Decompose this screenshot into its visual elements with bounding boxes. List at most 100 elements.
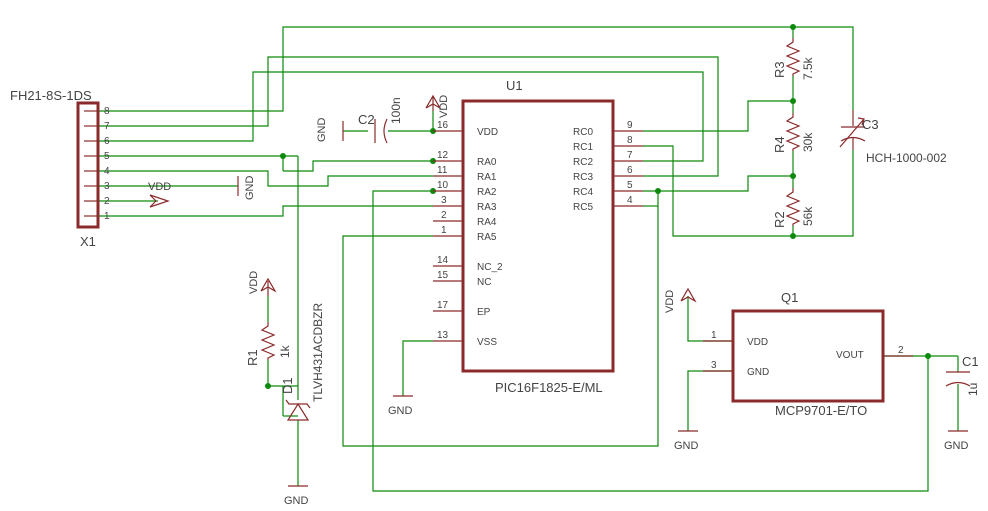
u1-pin-num: 6 — [627, 165, 633, 176]
c3-ref: C3 — [862, 117, 879, 132]
r2-value: 56k — [801, 206, 815, 226]
u1-pin-num: 7 — [627, 150, 633, 161]
u1-pin-num: 2 — [441, 210, 447, 221]
r1-ref: R1 — [245, 349, 260, 366]
u1-left-pins: 16 12 11 10 3 2 1 14 15 17 13 VDD RA0 RA… — [433, 120, 503, 348]
vdd-label-u1: VDD — [438, 95, 450, 118]
u1-pin-num: 15 — [437, 270, 449, 281]
c2-ref: C2 — [358, 112, 375, 127]
x1-pin-2: 2 — [104, 196, 110, 207]
u1-value: PIC16F1825-E/ML — [495, 380, 603, 395]
r4-ref: R4 — [772, 136, 787, 153]
u1-pin-num: 17 — [437, 300, 449, 311]
r3-ref: R3 — [772, 61, 787, 78]
gnd-symbol-x1: GND — [237, 176, 256, 201]
resistor-r4: R4 30k — [772, 113, 815, 153]
u1-pin-num: 4 — [627, 195, 633, 206]
u1-pin-num: 1 — [441, 225, 447, 236]
gnd-symbol-c2: GND — [316, 118, 344, 143]
u1-pin-name: NC — [477, 277, 491, 288]
q1-pin-name: VDD — [747, 337, 768, 348]
wires — [98, 26, 959, 492]
u1-pin-name: RA3 — [477, 202, 497, 213]
q1-pin-num: 1 — [711, 330, 717, 341]
sensor-q1: Q1 MCP9701-E/TO 1 3 2 VDD GND VOUT — [703, 290, 913, 418]
x1-pin-7: 7 — [104, 121, 110, 132]
r2-ref: R2 — [772, 211, 787, 228]
gnd-label-c2: GND — [316, 118, 328, 143]
gnd-label-vss: GND — [388, 405, 413, 417]
u1-right-pins: 9 8 7 6 5 4 RC0 RC1 RC2 RC3 RC4 RC5 — [573, 120, 643, 213]
u1-pin-name: RA0 — [477, 157, 497, 168]
r4-value: 30k — [801, 132, 815, 152]
vdd-label-r1: VDD — [248, 271, 260, 294]
vdd-symbol-u1: VDD — [425, 95, 450, 118]
c3-value: HCH-1000-002 — [866, 151, 947, 165]
gnd-label-q1: GND — [674, 440, 699, 452]
u1-ref: U1 — [506, 78, 523, 93]
x1-pin-5: 5 — [104, 151, 110, 162]
zener-d1: D1 TLVH431ACDBZR — [280, 303, 325, 421]
q1-pin-name: GND — [747, 367, 769, 378]
vdd-label-q1: VDD — [664, 290, 676, 313]
q1-pin-num: 3 — [711, 360, 717, 371]
c2-value: 100n — [389, 97, 403, 124]
x1-value: FH21-8S-1DS — [10, 88, 92, 103]
vdd-symbol-r1: VDD — [248, 271, 277, 296]
r1-value: 1k — [278, 344, 292, 358]
u1-pin-num: 9 — [627, 120, 633, 131]
x1-pin-3: 3 — [104, 181, 110, 192]
u1-pin-name: RA1 — [477, 172, 497, 183]
resistor-r1: R1 1k — [245, 322, 292, 366]
ic-u1: U1 PIC16F1825-E/ML 16 12 11 10 3 2 1 14 … — [433, 78, 643, 395]
x1-pin-4: 4 — [104, 166, 110, 177]
d1-value: TLVH431ACDBZR — [311, 303, 325, 402]
u1-pin-name: RC0 — [573, 127, 593, 138]
capacitor-c1: C1 1u — [945, 354, 980, 396]
r3-value: 7.5k — [801, 56, 815, 80]
u1-pin-num: 10 — [437, 180, 449, 191]
x1-pin-6: 6 — [104, 136, 110, 147]
u1-pin-num: 16 — [437, 120, 449, 131]
d1-ref: D1 — [280, 377, 295, 394]
x1-ref: X1 — [80, 234, 96, 249]
capacitor-c2: C2 100n — [358, 97, 403, 144]
capacitor-c3: C3 HCH-1000-002 — [839, 110, 947, 165]
u1-pin-name: RA2 — [477, 187, 497, 198]
q1-pin-num: 2 — [898, 345, 904, 356]
gnd-symbol-d1: GND — [284, 485, 309, 507]
u1-pin-num: 11 — [437, 165, 448, 176]
u1-pin-num: 13 — [437, 330, 449, 341]
u1-pin-name: RC4 — [573, 187, 593, 198]
u1-pin-name: VSS — [477, 337, 497, 348]
x1-vdd-net-label: VDD — [148, 181, 171, 193]
vdd-symbol-q1: VDD — [664, 287, 697, 313]
u1-pin-name: RC1 — [573, 142, 593, 153]
gnd-symbol-c1: GND — [944, 430, 969, 452]
u1-pin-num: 5 — [627, 180, 633, 191]
gnd-label-c1: GND — [944, 440, 969, 452]
c1-ref: C1 — [962, 354, 979, 369]
u1-pin-name: RA4 — [477, 217, 497, 228]
q1-pin-name: VOUT — [836, 350, 864, 361]
u1-pin-num: 8 — [627, 135, 633, 146]
u1-pin-name: NC_2 — [477, 262, 503, 273]
q1-value: MCP9701-E/TO — [775, 403, 867, 418]
u1-pin-num: 14 — [437, 255, 449, 266]
u1-pin-name: VDD — [477, 127, 498, 138]
connector-x1: 8 7 6 5 4 3 2 1 FH21-8S-1DS X1 — [10, 88, 110, 249]
u1-pin-name: RA5 — [477, 232, 497, 243]
gnd-label-d1: GND — [284, 495, 309, 507]
resistor-r3: R3 7.5k — [772, 38, 815, 80]
vdd-arrow-x1 — [149, 194, 170, 208]
u1-pin-name: RC3 — [573, 172, 593, 183]
x1-pin-8: 8 — [104, 106, 110, 117]
x1-pin-1: 1 — [104, 211, 110, 222]
q1-ref: Q1 — [781, 290, 798, 305]
c1-value: 1u — [966, 383, 980, 396]
u1-pin-name: RC5 — [573, 202, 593, 213]
gnd-label-x1: GND — [244, 176, 256, 201]
resistor-r2: R2 56k — [772, 188, 815, 228]
u1-pin-num: 3 — [441, 195, 447, 206]
